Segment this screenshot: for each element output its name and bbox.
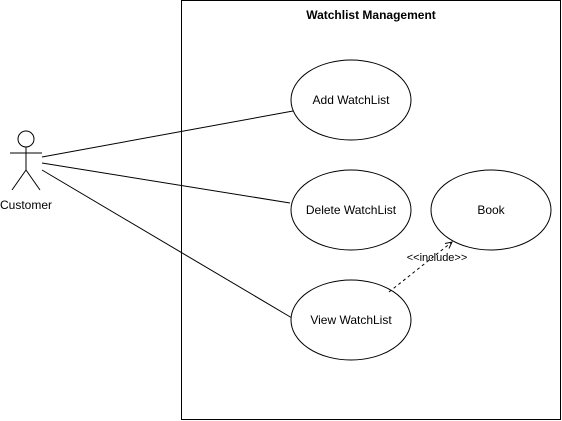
use-case-label: Book <box>477 203 505 217</box>
use-case-label: View WatchList <box>310 313 392 327</box>
use-case-delete-watchlist: Delete WatchList <box>290 169 412 251</box>
include-label: <<include>> <box>407 252 468 264</box>
use-case-book: Book <box>430 169 552 251</box>
use-case-add-watchlist: Add WatchList <box>290 59 412 141</box>
association-view <box>41 169 293 319</box>
actor-right-leg <box>25 169 41 191</box>
association-delete <box>41 162 291 204</box>
include-relationship <box>388 242 452 293</box>
use-case-view-watchlist: View WatchList <box>290 279 412 361</box>
actor-left-leg <box>11 169 27 191</box>
actor-label: Customer <box>0 198 52 212</box>
use-case-label: Add WatchList <box>313 93 391 107</box>
use-case-label: Delete WatchList <box>306 203 397 217</box>
association-add <box>41 110 294 158</box>
actor-customer <box>10 130 42 191</box>
system-title: Watchlist Management <box>306 8 436 22</box>
actor-head <box>17 130 35 148</box>
